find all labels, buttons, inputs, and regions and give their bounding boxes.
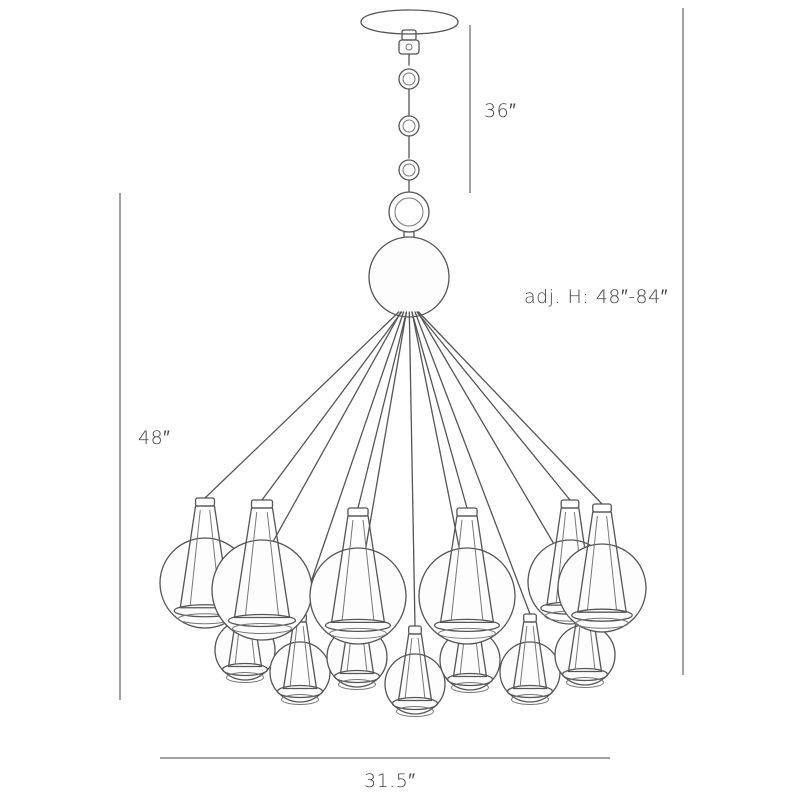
lamp-front (557, 503, 647, 633)
glass-globe (309, 547, 407, 645)
shade (282, 621, 318, 690)
lamp-arm (299, 311, 405, 615)
socket-cap (250, 499, 274, 509)
shade-rim (433, 618, 501, 633)
shade-rim (227, 613, 297, 628)
shade-rim (221, 662, 269, 677)
lamp-arm (417, 311, 603, 505)
fixture-height-label: 48″ (138, 427, 171, 449)
shade (397, 633, 433, 702)
lamp-arm (204, 311, 400, 499)
shade-rim (333, 669, 381, 684)
lamp-front (211, 499, 313, 641)
lamp-front (309, 507, 407, 645)
ceiling-canopy (360, 9, 459, 55)
shade-rim (446, 672, 494, 687)
glass-globe (211, 539, 313, 641)
lamp-back (269, 613, 331, 705)
socket-cap (347, 507, 369, 517)
shade-rim (561, 667, 609, 682)
lamp-front (418, 507, 516, 645)
socket-cap (456, 507, 478, 517)
lamp-back (499, 613, 561, 705)
lamp-arm (414, 311, 531, 615)
adjustable-height-label: adj. H: 48″-84″ (524, 286, 668, 308)
center-orb (368, 231, 450, 318)
chain-length-label: 36″ (484, 100, 517, 122)
socket-cap (408, 625, 422, 635)
lamp-arm (411, 311, 468, 509)
lamp-arm (357, 311, 408, 509)
shade-rim (276, 684, 324, 699)
glass-globe (418, 547, 516, 645)
lamp-cluster (159, 497, 647, 717)
shade-rim (391, 696, 439, 711)
shade-rim (506, 684, 554, 699)
lamp-arm (416, 311, 571, 501)
lamp-arm (261, 311, 403, 501)
chain (388, 53, 430, 233)
socket-cap (194, 497, 216, 507)
glass-globe (557, 543, 647, 633)
socket-cap (523, 613, 537, 623)
shade-rim (324, 618, 392, 633)
socket-cap (560, 499, 580, 509)
shade (512, 621, 548, 690)
lamp-back (384, 625, 446, 717)
lamp-arm (408, 311, 416, 627)
fixture-width-label: 31.5″ (364, 770, 416, 792)
shade-rim (571, 608, 633, 622)
socket-cap (592, 503, 612, 513)
